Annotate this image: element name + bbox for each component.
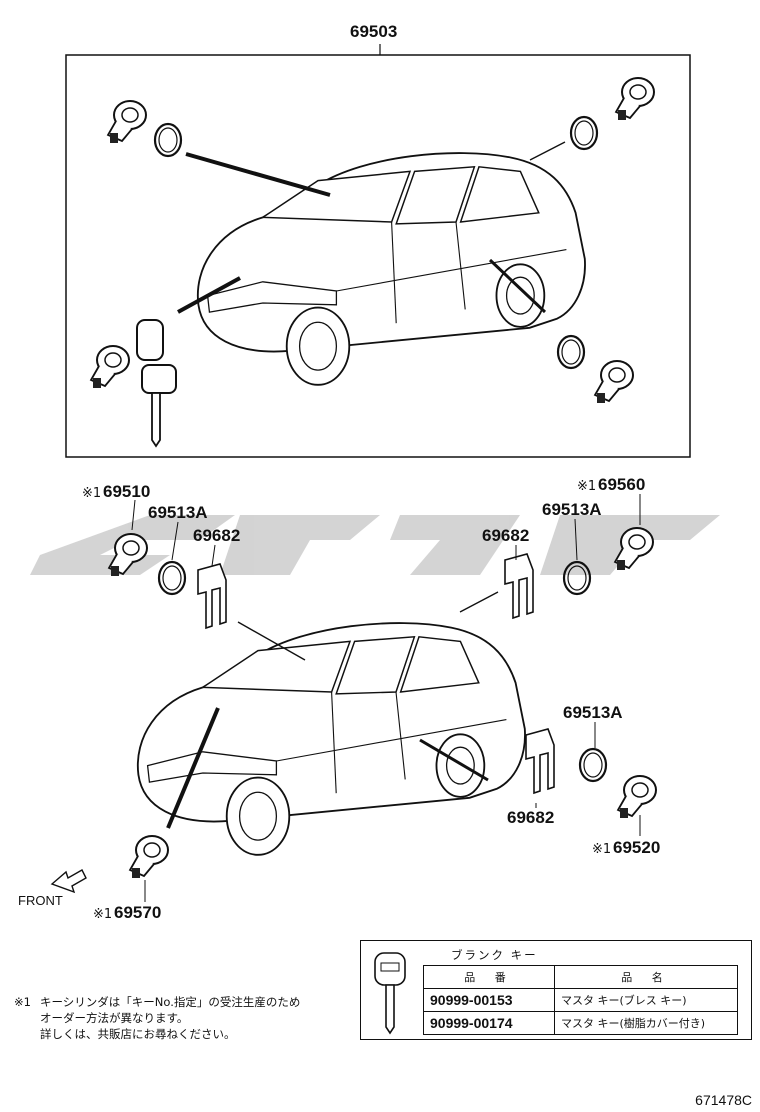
order-note: ※1 キーシリンダは「キーNo.指定」の受注生産のため オーダー方法が異なります… — [14, 994, 354, 1042]
header-part-no: 品 番 — [423, 965, 555, 989]
label-69560: 69560 — [598, 475, 645, 494]
front-arrow-icon — [50, 869, 87, 894]
gasket-ring-left-top — [153, 122, 183, 158]
ignition-cylinder-top — [90, 345, 130, 389]
table-row: 90999-00174 マスタ キー(樹脂カバー付き) — [423, 1011, 738, 1035]
back-door-cylinder-69520 — [617, 775, 657, 819]
table-row: 90999-00153 マスタ キー(ブレス キー) — [423, 988, 738, 1012]
part-name-cell: マスタ キー(ブレス キー) — [554, 988, 738, 1012]
door-lock-cylinder-right-top — [615, 77, 655, 121]
blank-key-icon — [374, 952, 406, 1035]
door-lock-cylinder-left-top — [107, 100, 147, 144]
mark-69520: ※1 — [592, 842, 611, 857]
front-label: FRONT — [18, 893, 63, 908]
mark-69560: ※1 — [577, 479, 596, 494]
blank-key-title: ブランク キー — [451, 948, 538, 962]
back-door-cylinder-top — [594, 360, 634, 404]
blank-key-table: 品 番 品 名 90999-00153 マスタ キー(ブレス キー) 90999… — [423, 965, 738, 1035]
label-69510: 69510 — [103, 482, 150, 501]
label-69513a-right: 69513A — [542, 500, 602, 519]
assembly-frame — [65, 54, 691, 458]
label-69682-left: 69682 — [193, 526, 240, 545]
car-illustration-bottom — [136, 622, 526, 856]
label-69682-rear: 69682 — [507, 808, 554, 827]
key-icon — [136, 319, 177, 448]
note-line-2: オーダー方法が異なります。 — [40, 1011, 189, 1025]
label-69682-right: 69682 — [482, 526, 529, 545]
label-69513a-left: 69513A — [148, 503, 208, 522]
drawing-code: 671478C — [695, 1092, 752, 1108]
note-mark: ※1 — [14, 995, 31, 1009]
label-69520: 69520 — [613, 838, 660, 857]
label-69513a-rear: 69513A — [563, 703, 623, 722]
mark-69570: ※1 — [93, 907, 112, 922]
gasket-ring-69513a-rear — [578, 747, 608, 783]
ignition-cylinder-69570 — [129, 835, 169, 879]
table-header-row: 品 番 品 名 — [423, 965, 738, 989]
part-no-cell: 90999-00153 — [423, 988, 555, 1012]
part-no-cell: 90999-00174 — [423, 1011, 555, 1035]
retainer-clip-69682-right — [504, 553, 534, 619]
gasket-ring-69513a-left — [157, 560, 187, 596]
gasket-ring-right-top — [569, 115, 599, 151]
label-69570: 69570 — [114, 903, 161, 922]
gasket-ring-back-top — [556, 334, 586, 370]
note-line-1: キーシリンダは「キーNo.指定」の受注生産のため — [40, 995, 301, 1009]
blank-key-box: ブランク キー 品 番 品 名 90999-00153 マスタ キー(ブレス キ… — [360, 940, 752, 1040]
retainer-clip-69682-left — [197, 563, 227, 629]
watermark-logo — [30, 515, 720, 575]
assembly-label: 69503 — [350, 22, 397, 41]
part-name-cell: マスタ キー(樹脂カバー付き) — [554, 1011, 738, 1035]
mark-69510: ※1 — [82, 486, 101, 501]
retainer-clip-69682-rear — [525, 728, 555, 794]
note-line-3: 詳しくは、共販店にお尋ねください。 — [40, 1027, 236, 1041]
header-name: 品 名 — [554, 965, 738, 989]
car-illustration-top — [196, 152, 586, 386]
